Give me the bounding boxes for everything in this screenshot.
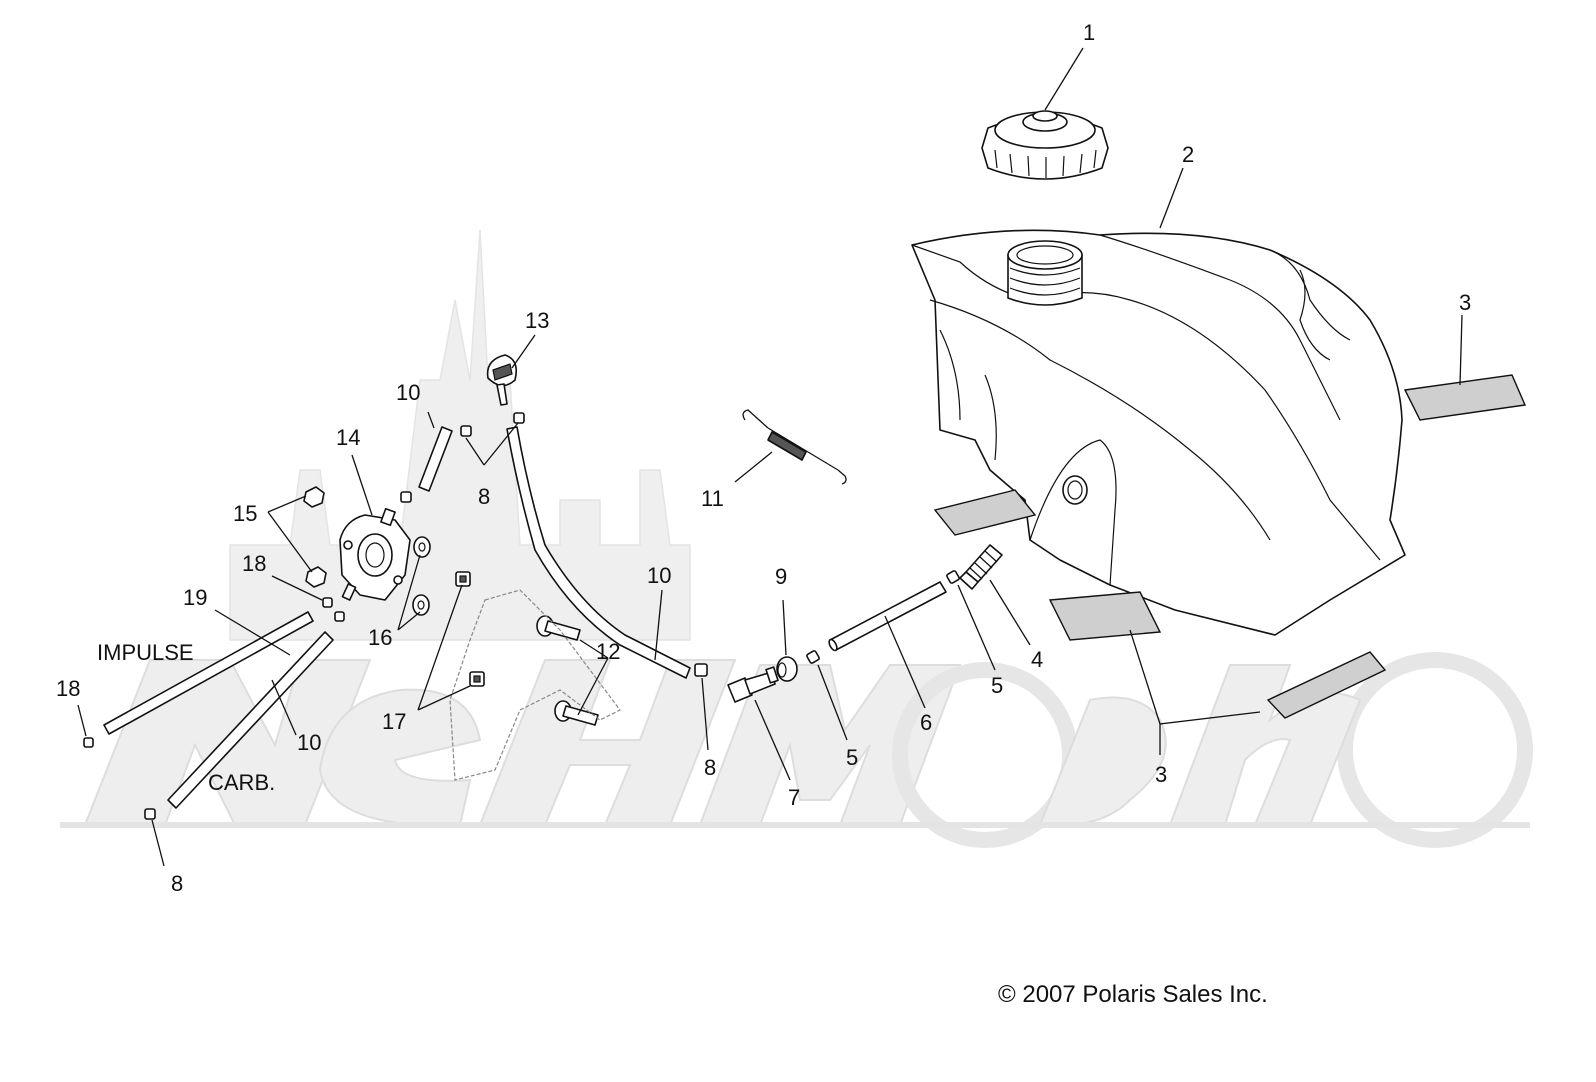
callout-12: 12 [596, 639, 620, 664]
tank-pad-lower [1266, 651, 1387, 719]
callout-10-lower: 10 [297, 730, 321, 755]
fuel-hose-tank [828, 581, 947, 652]
clip-17-lower [469, 671, 485, 687]
callout-numbers: 1 2 3 3 4 5 5 6 7 8 8 8 9 10 10 10 11 12… [56, 20, 1471, 896]
mounting-bracket [449, 589, 621, 781]
callout-5-lower: 5 [846, 745, 858, 770]
mounting-bolt-upper [536, 615, 581, 641]
fuel-pump [339, 507, 411, 601]
callout-7: 7 [788, 785, 800, 810]
impulse-hose [103, 611, 314, 735]
clamp-18-lower [83, 737, 94, 748]
callout-13: 13 [525, 308, 549, 333]
callout-18-lower: 18 [56, 676, 80, 701]
tank-outlet-fitting [959, 544, 1003, 590]
callout-15: 15 [233, 501, 257, 526]
callout-8-upper: 8 [478, 484, 490, 509]
clamp-18-mid [334, 611, 345, 622]
washer-16-upper [413, 536, 431, 558]
fuel-cap [981, 110, 1109, 180]
callout-19: 19 [183, 585, 207, 610]
callout-14: 14 [336, 425, 360, 450]
callout-5-upper: 5 [991, 673, 1003, 698]
tank-spring [742, 409, 847, 485]
fuel-hose-carb [167, 631, 334, 809]
callout-17: 17 [382, 709, 406, 734]
clamp-8-upper-c [400, 491, 412, 503]
nut-15-lower [305, 566, 327, 588]
copyright-notice: © 2007 Polaris Sales Inc. [998, 981, 1268, 1008]
callout-1: 1 [1083, 20, 1095, 45]
washer-16-lower [412, 594, 430, 616]
callout-18-upper: 18 [242, 551, 266, 576]
clamp-8-mid [694, 663, 708, 677]
clamp-18-upper [322, 597, 333, 608]
callout-10-center: 10 [647, 563, 671, 588]
callout-3-bottom: 3 [1155, 762, 1167, 787]
hose-clamp-lower [806, 650, 820, 664]
fuel-tank [911, 229, 1406, 636]
callout-2: 2 [1182, 142, 1194, 167]
label-impulse: IMPULSE [97, 640, 194, 665]
callout-8-lower: 8 [171, 871, 183, 896]
tank-pad-left [933, 489, 1037, 536]
tank-pad-right [1403, 374, 1527, 421]
callout-9: 9 [775, 564, 787, 589]
hose-clamp-upper [946, 570, 960, 584]
mounting-bolt-lower [554, 700, 599, 726]
clamp-8-upper-b [513, 412, 525, 424]
callout-3-right: 3 [1459, 290, 1471, 315]
clamp-8-upper-a [460, 425, 472, 437]
tank-pad-bottom [1048, 591, 1162, 641]
nut-15-upper [303, 486, 325, 508]
grommet [776, 656, 798, 682]
clamp-8-lower [144, 808, 156, 820]
fuel-hose-upper [418, 426, 453, 492]
callout-16: 16 [368, 625, 392, 650]
label-carb: CARB. [208, 770, 275, 795]
callout-6: 6 [920, 710, 932, 735]
callout-10-upper: 10 [396, 380, 420, 405]
leader-lines [77, 47, 1463, 867]
callout-11: 11 [701, 486, 724, 511]
callout-4: 4 [1031, 647, 1043, 672]
callout-8-mid: 8 [704, 755, 716, 780]
fuel-hose-center [506, 426, 691, 679]
elbow-fitting [727, 666, 779, 703]
clip-17-upper [455, 571, 471, 587]
